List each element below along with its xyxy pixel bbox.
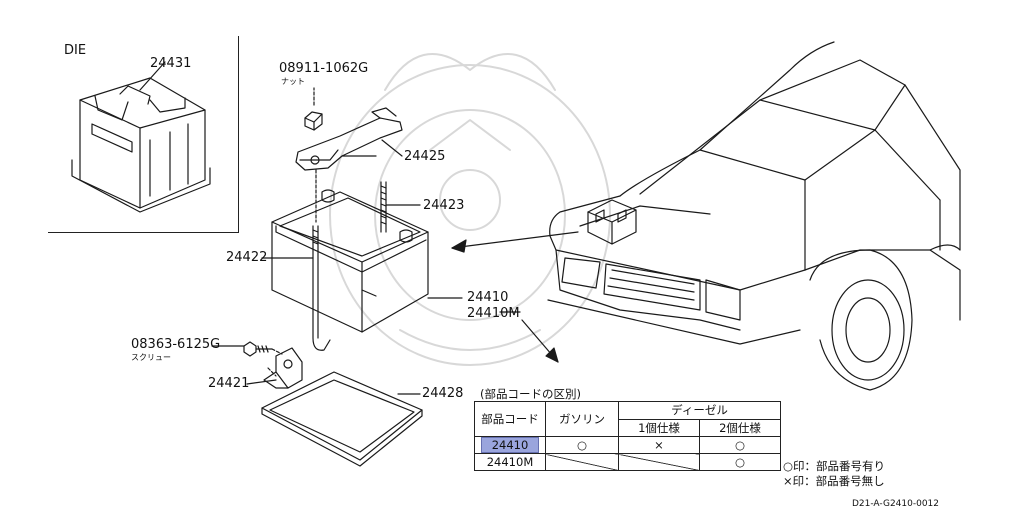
- header-diesel: ディーゼル: [618, 401, 781, 420]
- nut-08911-1062G[interactable]: [304, 87, 323, 131]
- part-label-screw[interactable]: 08363-6125G: [131, 337, 221, 352]
- watermark-logo: [329, 53, 611, 366]
- diagram-code: D21-A-G2410-0012: [852, 499, 939, 509]
- part-label-24410[interactable]: 24410: [467, 290, 509, 305]
- bolt-24423[interactable]: [380, 181, 421, 233]
- location-arrow: [451, 231, 579, 253]
- clamp-24425[interactable]: [295, 107, 403, 171]
- row-double-cell: ○: [699, 436, 781, 454]
- part-label-24422[interactable]: 24422: [226, 250, 268, 265]
- row-code-cell[interactable]: 24410M: [474, 453, 546, 471]
- part-label-24423[interactable]: 24423: [423, 198, 465, 213]
- row-gasoline-cell-empty: [545, 453, 619, 471]
- header-double: 2個仕様: [699, 418, 781, 437]
- die-inset-frame: [48, 36, 239, 233]
- leader-lines: [381, 139, 521, 313]
- legend-cross: ×印：部品番号無し: [783, 474, 885, 488]
- part-label-nut[interactable]: 08911-1062G: [279, 61, 369, 76]
- car-illustration: [547, 41, 961, 391]
- row-gasoline-cell: ○: [545, 436, 619, 454]
- battery-24410[interactable]: [271, 189, 463, 333]
- part-label-24425[interactable]: 24425: [404, 149, 446, 164]
- row-single-cell-empty: [618, 453, 700, 471]
- table-caption: (部品コードの区別): [480, 387, 581, 401]
- row-code-cell[interactable]: 24410: [474, 436, 546, 454]
- legend-circle: ○印：部品番号有り: [783, 459, 886, 473]
- part-label-24431[interactable]: 24431: [150, 56, 192, 71]
- part-name-screw: スクリュー: [131, 353, 171, 362]
- row-double-cell: ○: [699, 453, 781, 471]
- part-label-24428[interactable]: 24428: [422, 386, 464, 401]
- part-name-nut: ナット: [281, 77, 305, 86]
- tray-24428[interactable]: [261, 371, 423, 467]
- car-battery-marker: [587, 199, 637, 245]
- part-label-24421[interactable]: 24421: [208, 376, 250, 391]
- row-single-cell: ×: [618, 436, 700, 454]
- rod-24422[interactable]: [261, 169, 331, 351]
- part-code-table: 部品コード ガソリン ディーゼル 1個仕様 2個仕様 24410 ○ × ○ 2…: [474, 401, 781, 471]
- table-row[interactable]: 24410 ○ × ○: [474, 436, 781, 454]
- die-inset-title: DIE: [64, 43, 87, 58]
- battery-box-24431[interactable]: [71, 61, 211, 213]
- bracket-24421[interactable]: [246, 347, 303, 389]
- table-arrow: [521, 319, 559, 363]
- table-row[interactable]: 24410M ○: [474, 453, 781, 471]
- part-label-24410M[interactable]: 24410M: [467, 306, 520, 321]
- screw-08363-6125G[interactable]: [211, 341, 283, 357]
- header-single: 1個仕様: [618, 418, 700, 437]
- selected-part-code[interactable]: 24410: [480, 437, 540, 453]
- header-part-code: 部品コード: [474, 401, 546, 437]
- header-gasoline: ガソリン: [545, 401, 619, 437]
